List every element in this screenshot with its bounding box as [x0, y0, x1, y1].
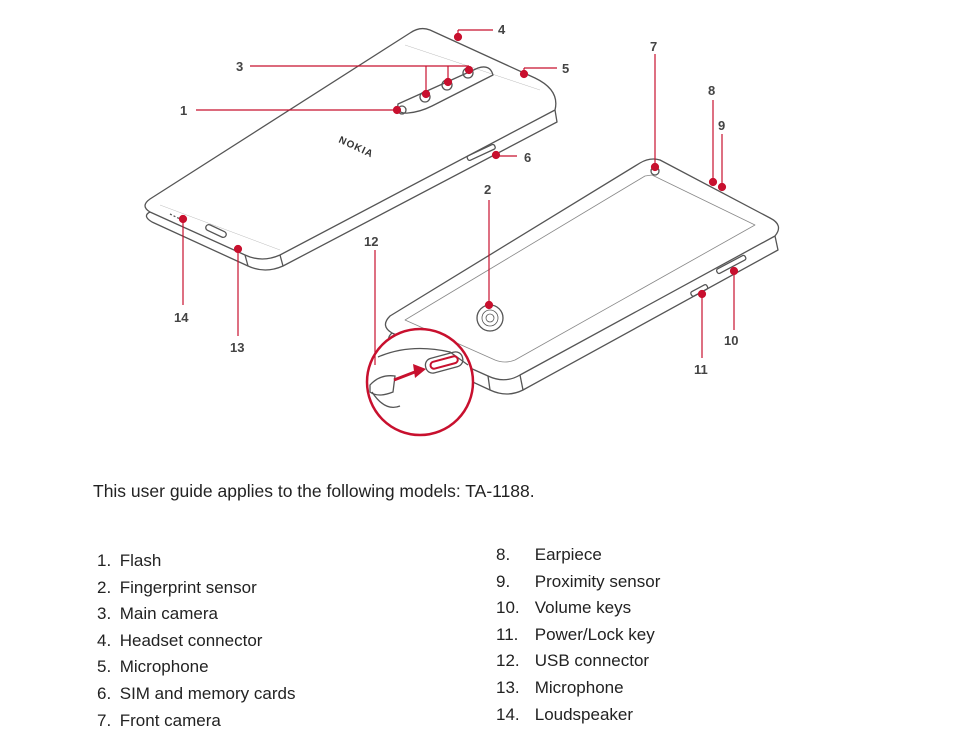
legend-item: 8. Earpiece — [496, 545, 660, 572]
legend-item: 10. Volume keys — [496, 598, 660, 625]
legend-label: Proximity sensor — [534, 571, 661, 591]
legend-number: 5. — [97, 657, 112, 677]
callout-2: 2 — [484, 182, 491, 197]
legend-number: 1. — [97, 551, 112, 570]
legend-item: 12. USB connector — [496, 651, 660, 678]
legend-item: 6. SIM and memory cards — [97, 684, 295, 711]
legend-label: Front camera — [119, 710, 221, 730]
legend-label: Main camera — [119, 604, 218, 624]
callout-4: 4 — [498, 22, 506, 37]
legend-label: Earpiece — [534, 545, 602, 564]
callout-14: 14 — [174, 310, 189, 325]
legend-number: 11. — [496, 624, 519, 644]
callout-numbers: 1 2 3 4 5 6 7 8 9 10 11 12 13 14 — [174, 22, 738, 377]
legend-label: USB connector — [534, 651, 650, 671]
legend-item: 9. Proximity sensor — [496, 572, 660, 599]
legend-number: 7. — [97, 710, 112, 730]
legend-item: 13. Microphone — [496, 678, 660, 705]
legend-label: Headset connector — [119, 630, 263, 650]
legend-label: Microphone — [534, 677, 624, 697]
phone-diagram: NOKIA — [144, 22, 780, 437]
legend-label: Microphone — [119, 657, 209, 677]
legend-label: Volume keys — [534, 598, 632, 618]
legend-item: 1. Flash — [97, 551, 295, 578]
legend-number: 3. — [97, 604, 112, 624]
legend-number: 2. — [97, 577, 112, 597]
callout-11: 11 — [694, 362, 708, 377]
callout-lines — [178, 29, 739, 365]
callout-13: 13 — [230, 340, 244, 355]
legend-number: 8. — [496, 545, 511, 564]
callout-5: 5 — [562, 61, 569, 76]
callout-7: 7 — [650, 39, 657, 54]
legend-number: 9. — [496, 571, 511, 591]
legend-number: 4. — [97, 630, 112, 650]
legend-number: 6. — [97, 683, 112, 703]
legend-label: Loudspeaker — [534, 704, 634, 724]
callout-12: 12 — [364, 234, 378, 249]
callout-6: 6 — [524, 150, 531, 165]
legend-item: 7. Front camera — [97, 711, 295, 738]
nokia-logo: NOKIA — [337, 135, 375, 161]
legend-left-column: 1. Flash 2. Fingerprint sensor 3. Main c… — [97, 551, 295, 737]
callout-3: 3 — [236, 59, 243, 74]
models-intro: This user guide applies to the following… — [93, 481, 535, 501]
legend-number: 10. — [496, 598, 520, 618]
legend-number: 13. — [496, 677, 520, 697]
legend-item: 4. Headset connector — [97, 631, 295, 658]
callout-9: 9 — [718, 118, 725, 133]
legend-item: 14. Loudspeaker — [496, 705, 660, 732]
legend-item: 5. Microphone — [97, 657, 295, 684]
legend-label: Flash — [119, 551, 162, 570]
callout-10: 10 — [724, 333, 738, 348]
legend-number: 14. — [496, 704, 520, 724]
legend-label: Power/Lock key — [534, 624, 655, 644]
legend-number: 12. — [496, 651, 520, 671]
usb-zoom-inset — [365, 327, 475, 437]
callout-1: 1 — [180, 103, 187, 118]
legend-item: 2. Fingerprint sensor — [97, 578, 295, 605]
legend-item: 3. Main camera — [97, 604, 295, 631]
legend-label: Fingerprint sensor — [119, 577, 257, 597]
callout-8: 8 — [708, 83, 715, 98]
legend-item: 11. Power/Lock key — [496, 625, 660, 652]
legend-right-column: 8. Earpiece 9. Proximity sensor 10. Volu… — [496, 545, 660, 731]
legend-label: SIM and memory cards — [119, 683, 296, 703]
